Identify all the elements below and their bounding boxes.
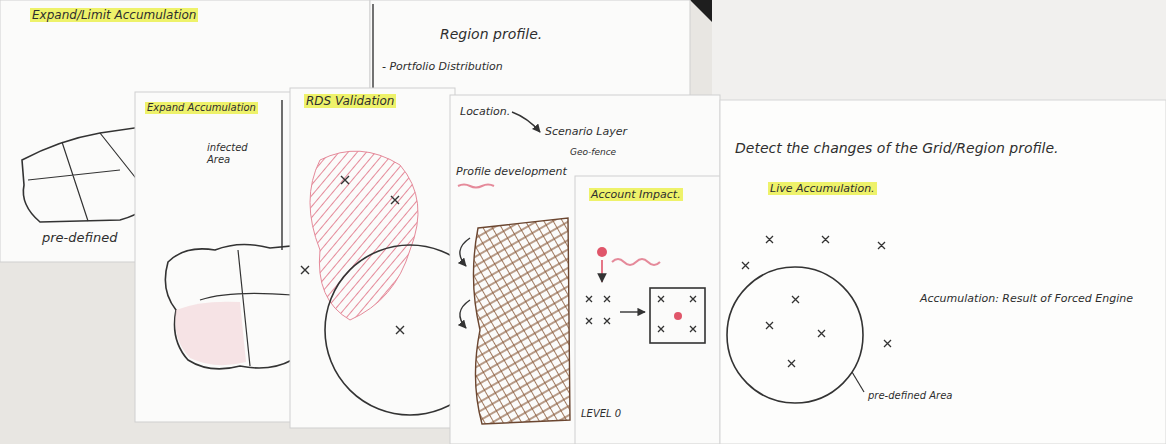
account-cross <box>658 296 696 332</box>
note-paper <box>135 92 295 422</box>
scribble <box>612 259 660 265</box>
predefined-circle <box>727 267 863 403</box>
table-ground <box>712 0 1166 100</box>
card-heading: Expand/Limit Accumulation <box>30 8 198 22</box>
note-paper <box>370 0 690 100</box>
curved-arrow <box>460 238 470 266</box>
level-note: LEVEL 0 <box>581 408 625 420</box>
note-card: RDS Validation <box>290 88 455 428</box>
region-border <box>28 133 150 221</box>
card-heading: RDS Validation <box>304 94 396 108</box>
infected-area <box>175 302 246 366</box>
layer-note: Geo-fence <box>570 147 616 158</box>
event-dot <box>674 312 682 320</box>
location-cross <box>301 176 404 334</box>
bullet-note: - Portfolio Distribution <box>382 60 503 73</box>
note-card: Region profile. - Portfolio Distribution <box>370 0 690 100</box>
scribble <box>458 185 494 188</box>
tape-corner <box>690 0 712 22</box>
border-line <box>281 100 282 250</box>
circle-label: pre-defined Area <box>868 390 952 402</box>
note-paper <box>575 176 720 444</box>
map-note: pre-defined <box>42 230 117 246</box>
margin-line <box>372 4 374 95</box>
curved-arrow <box>460 300 470 328</box>
pink-area <box>310 151 418 320</box>
card-heading: Profile development <box>456 165 567 178</box>
area-note: infected Area <box>207 142 259 166</box>
note-card: Detect the changes of the Grid/Region pr… <box>720 100 1166 444</box>
note-paper <box>720 100 1166 444</box>
region-map <box>165 244 292 368</box>
location-cross <box>742 236 891 367</box>
leader-line <box>852 372 864 392</box>
definition-note: Accumulation: Result of Forced Engine <box>920 292 1150 305</box>
layer-note: Scenario Layer <box>545 125 627 138</box>
card-heading: Live Accumulation. <box>768 182 877 195</box>
note-card: Expand Accumulation infected Area <box>135 92 295 422</box>
note-card: Expand/Limit Accumulation pre-defined <box>0 0 370 262</box>
arrow <box>601 260 603 282</box>
note-card: Account Impact. LEVEL 0 <box>575 176 720 444</box>
arrow <box>512 112 540 132</box>
portfolio-box <box>650 288 705 343</box>
event-dot <box>597 247 607 257</box>
card-heading: Account Impact. <box>589 188 683 201</box>
note-paper <box>450 95 720 444</box>
card-heading: Detect the changes of the Grid/Region pr… <box>735 140 1155 157</box>
profile-grid <box>473 218 570 424</box>
card-heading: Region profile. <box>440 26 542 43</box>
note-paper <box>290 88 455 428</box>
arrow <box>620 311 645 312</box>
card-heading: Expand Accumulation <box>145 102 258 114</box>
account-cross <box>586 296 610 324</box>
card-heading: Location. <box>460 105 510 118</box>
note-card: Location. Scenario LayerGeo-fenceProfile … <box>450 95 720 444</box>
